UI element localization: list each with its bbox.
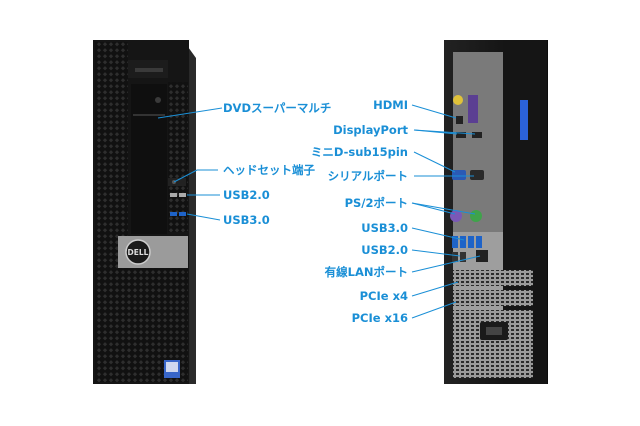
front-usb2-port-icon	[170, 193, 177, 197]
blue-latch	[520, 100, 528, 140]
front-leader-lines	[157, 107, 223, 221]
label-ps2-port: PS/2ポート	[344, 196, 408, 210]
power-button-icon	[155, 97, 161, 103]
label-lan-port: 有線LANポート	[324, 265, 408, 279]
rear-chassis	[444, 40, 548, 384]
label-pcie-x16: PCIe x16	[351, 311, 408, 325]
optical-drive-bay	[131, 84, 167, 234]
label-displayport: DisplayPort	[333, 123, 408, 137]
ps2-mouse-icon	[470, 210, 482, 222]
rear-usb2-port-icon	[452, 252, 458, 262]
label-mini-dsub15: ミニD-sub15pin	[310, 145, 408, 159]
label-serial-port: シリアルポート	[327, 169, 408, 183]
front-usb3-port-icon	[170, 212, 177, 216]
label-front-usb3: USB3.0	[223, 213, 270, 227]
dell-logo	[125, 239, 151, 265]
label-pcie-x4: PCIe x4	[359, 289, 408, 303]
displayport-icon	[456, 132, 466, 138]
front-chassis: DELL	[93, 40, 196, 384]
psu-grill	[453, 310, 533, 378]
rear-leader-lines	[411, 104, 481, 319]
brand-logo-text: DELL	[128, 248, 149, 257]
lan-port-icon	[476, 250, 488, 262]
pcie-x16-slot	[453, 290, 533, 306]
label-rear-usb2: USB2.0	[361, 243, 408, 257]
label-hdmi: HDMI	[373, 98, 408, 112]
serial-port-icon	[470, 170, 484, 180]
label-front-usb2: USB2.0	[223, 188, 270, 202]
rear-usb3-port-icon	[452, 236, 458, 248]
pcie-x4-slot	[453, 270, 533, 286]
label-rear-usb3: USB3.0	[361, 221, 408, 235]
vga-port-icon	[452, 170, 466, 180]
audio-out-icon	[453, 95, 463, 105]
label-headset-jack: ヘッドセット端子	[223, 163, 315, 177]
hdmi-port-icon	[456, 116, 463, 124]
label-dvd-multi: DVDスーパーマルチ	[223, 101, 332, 115]
